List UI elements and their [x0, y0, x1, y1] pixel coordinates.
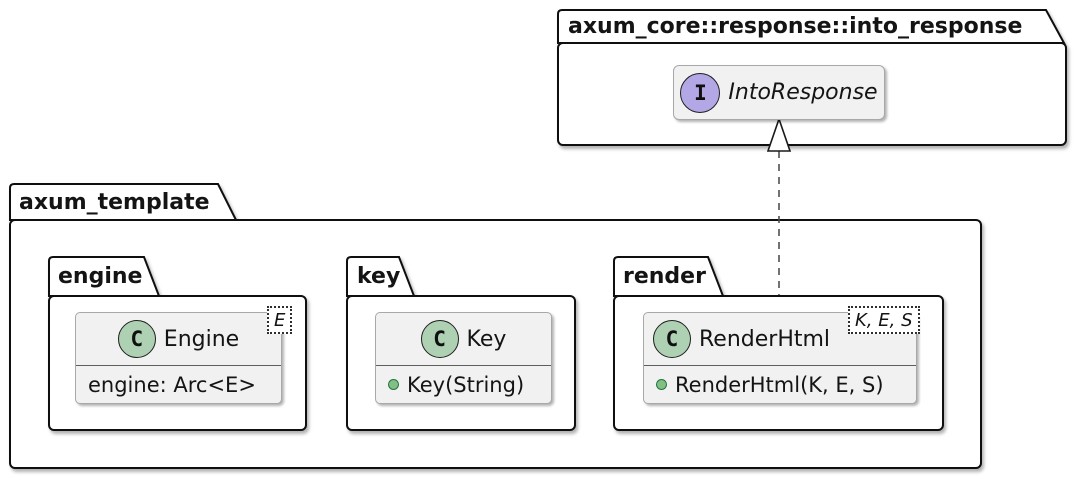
class-icon: C: [117, 320, 156, 358]
realization-arrow: [766, 116, 792, 295]
generics-box-renderhtml: K, E, S: [848, 306, 920, 334]
package-title-axum-core: axum_core::response::into_response: [568, 14, 1023, 39]
package-title-render: render: [623, 264, 706, 289]
public-member-bullet-icon: [656, 379, 667, 390]
class-icon: C: [653, 320, 691, 358]
class-name-renderhtml: RenderHtml: [699, 326, 831, 352]
package-tab-axum-template: [9, 183, 238, 221]
package-tab-key: [346, 256, 416, 297]
interface-icon: I: [680, 72, 721, 113]
interface-box-intoresponse: I IntoResponse: [673, 65, 885, 120]
class-members-key: Key(String): [376, 365, 551, 403]
generics-box-engine: E: [267, 306, 293, 334]
class-members-renderhtml: RenderHtml(K, E, S): [644, 365, 916, 403]
interface-icon-letter: I: [694, 80, 707, 105]
class-icon: C: [420, 320, 459, 358]
class-members-engine: engine: Arc<E>: [76, 365, 281, 403]
class-box-engine: C Engine engine: Arc<E>: [75, 312, 282, 404]
class-box-key: C Key Key(String): [375, 312, 552, 404]
package-tab-render: [613, 256, 725, 297]
public-member-bullet-icon: [388, 379, 399, 390]
class-icon-letter: C: [433, 327, 446, 351]
class-member: Key(String): [407, 372, 525, 397]
class-header-key: C Key: [376, 313, 551, 365]
class-name-key: Key: [466, 326, 507, 352]
class-member: engine: Arc<E>: [88, 372, 256, 397]
interface-header: I IntoResponse: [674, 66, 884, 119]
class-icon-letter: C: [665, 327, 679, 351]
class-icon-letter: C: [130, 327, 144, 351]
package-title-axum-template: axum_template: [19, 189, 210, 215]
class-name-engine: Engine: [163, 326, 240, 352]
hollow-triangle-arrowhead: [766, 116, 792, 152]
package-tab-axum-core: [557, 9, 1066, 44]
class-header-renderhtml: C RenderHtml: [644, 313, 916, 365]
class-header-engine: C Engine: [76, 313, 281, 365]
package-title-engine: engine: [58, 264, 143, 289]
package-tab-engine: [48, 256, 161, 297]
interface-name: IntoResponse: [728, 80, 878, 105]
package-title-key: key: [357, 264, 401, 289]
class-member: RenderHtml(K, E, S): [675, 372, 884, 397]
